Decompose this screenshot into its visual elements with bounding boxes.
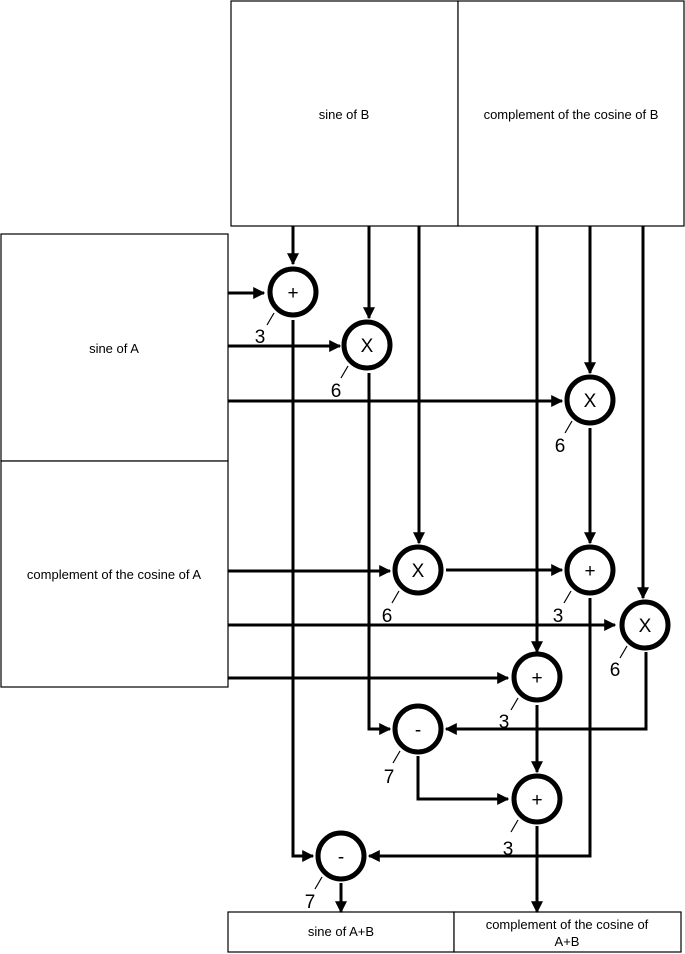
comp-cos-ab-box [453, 911, 682, 953]
node-mul1-op: X [361, 336, 374, 357]
node-sub1: - 7 [384, 703, 444, 788]
node-mul3-op: X [412, 561, 425, 582]
node-sub2-op: - [338, 847, 344, 868]
sine-b-label: sine of B [319, 107, 370, 122]
node-add1-op: + [287, 283, 298, 304]
node-add3-cost: 3 [499, 712, 510, 733]
node-mul3-cost: 6 [382, 606, 393, 627]
node-mul2-cost: 6 [555, 436, 566, 457]
node-mul1-cost: 6 [331, 381, 342, 402]
node-add3-op: + [531, 668, 542, 689]
sine-a-box [0, 233, 229, 462]
comp-cos-ab-label-line2: A+B [555, 934, 580, 949]
sine-ab-label: sine of A+B [308, 924, 374, 939]
node-add4: + 3 [503, 773, 563, 860]
wires [228, 226, 649, 914]
node-mul1: X 6 [331, 319, 393, 402]
node-add1-cost: 3 [255, 327, 266, 348]
node-add1: + 3 [255, 266, 319, 348]
node-mul2-op: X [584, 391, 597, 412]
node-add4-cost: 3 [503, 839, 514, 860]
node-sub2-cost: 7 [305, 892, 316, 913]
comp-cos-b-box [457, 0, 685, 227]
node-add2-op: + [584, 561, 595, 582]
comp-cos-ab-label-line1: complement of the cosine of [486, 917, 649, 932]
node-mul4: X 6 [610, 599, 671, 681]
sine-b-box [230, 0, 459, 227]
node-mul2: X 6 [555, 374, 616, 457]
node-sub1-op: - [415, 720, 421, 741]
comp-cos-a-label: complement of the cosine of A [27, 567, 201, 582]
node-sub2: - 7 [305, 830, 367, 913]
node-mul3: X 6 [382, 544, 444, 627]
node-add4-op: + [531, 790, 542, 811]
comp-cos-b-label: complement of the cosine of B [484, 107, 659, 122]
node-add3: + 3 [499, 651, 563, 733]
node-mul4-cost: 6 [610, 660, 621, 681]
sine-ab-box [227, 911, 455, 953]
node-add2-cost: 3 [553, 606, 564, 627]
comp-cos-a-box [0, 460, 229, 688]
node-mul4-op: X [639, 616, 652, 637]
node-sub1-cost: 7 [384, 767, 395, 788]
node-add2: + 3 [553, 544, 616, 627]
sine-a-label: sine of A [89, 341, 139, 356]
